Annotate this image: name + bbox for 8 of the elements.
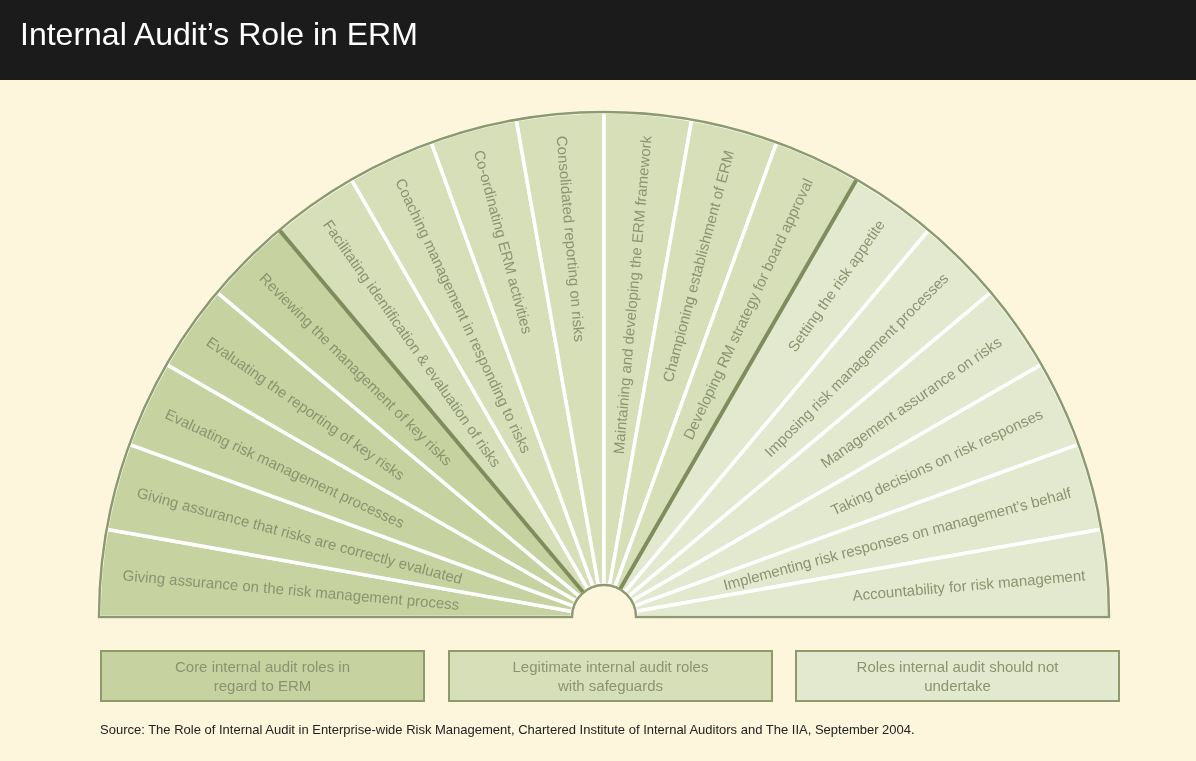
legend-label: Core internal audit roles in regard to ERM	[173, 657, 352, 695]
legend-label: Roles internal audit should not undertake	[855, 657, 1060, 695]
segment-label: Consolidated reporting on risks	[553, 135, 589, 343]
segment-label: Maintaining and developing the ERM framework	[609, 135, 655, 455]
segment-label: Accountability for risk management	[851, 566, 1086, 604]
legend-label: Legitimate internal audit roles with safeguards	[511, 657, 710, 695]
title: Internal Audit’s Role in ERM	[20, 16, 418, 53]
source-note: Source: The Role of Internal Audit in Enterprise-wide Risk Management, Chartered Institute of Internal Auditors and The IIA, September 2004.	[100, 722, 915, 737]
